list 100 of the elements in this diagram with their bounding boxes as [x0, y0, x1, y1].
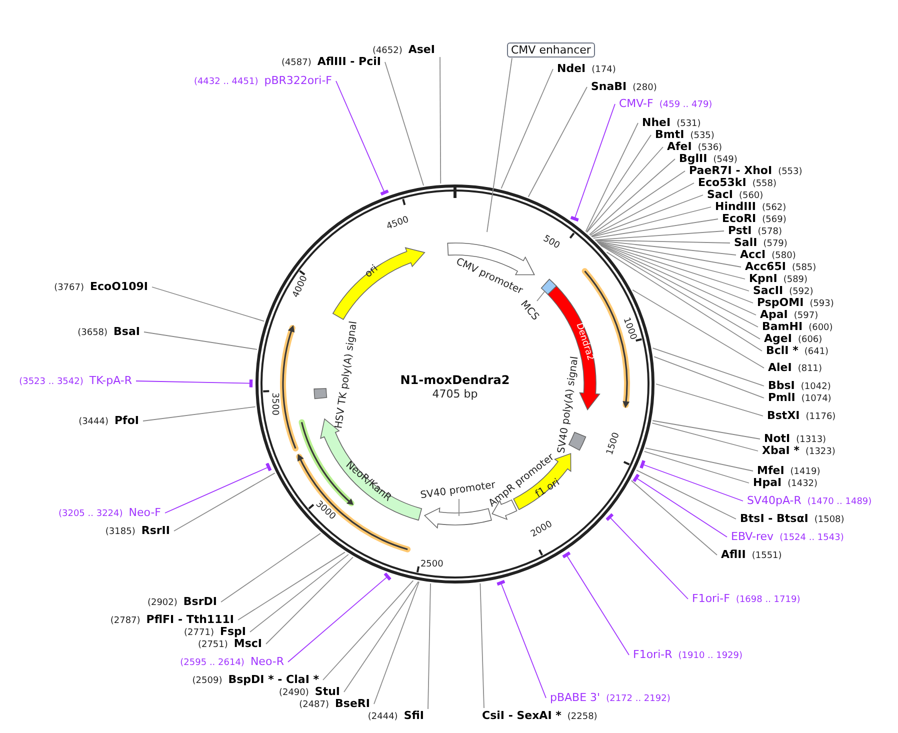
site-position: (4587) — [281, 59, 312, 68]
tick-label: 1500 — [606, 432, 622, 457]
mcs-box — [540, 278, 557, 295]
enzyme-name: SacII — [753, 285, 784, 296]
leader-line — [586, 134, 652, 233]
enzyme-name: BmtI — [655, 129, 684, 140]
primer-name: pBABE 3' — [550, 692, 600, 703]
enzyme-name: PstI — [728, 225, 752, 236]
leader-line — [536, 290, 546, 302]
leader-line — [652, 422, 758, 452]
site-position: (592) — [789, 288, 814, 297]
enzyme-name: NheI — [642, 117, 671, 128]
enzyme-name: HindIII — [715, 201, 756, 212]
tick-label: 4500 — [385, 216, 410, 232]
site-position: (2771) — [184, 629, 214, 638]
enzyme-name: XbaI * — [762, 445, 800, 456]
site-position: (580) — [772, 252, 796, 261]
leader-line — [586, 146, 664, 233]
leader-line — [250, 554, 349, 632]
enzyme-name: PflFI - Tth111I — [146, 614, 234, 625]
leader-line — [654, 356, 764, 398]
enzyme-name: FspI — [220, 626, 246, 637]
enzyme-name: MscI — [234, 638, 262, 649]
leader-line — [590, 170, 686, 236]
leader-line — [596, 242, 746, 280]
site-position: (2751) — [198, 641, 228, 650]
site-position: (531) — [676, 120, 701, 129]
leader-line — [640, 460, 744, 502]
primer-range: (2595 .. 2614) — [180, 659, 244, 668]
leader-line — [458, 498, 460, 516]
primer-range: (1698 .. 1719) — [736, 596, 800, 605]
site-position: (3658) — [78, 329, 108, 338]
enzyme-name: EcoRI — [722, 213, 756, 224]
primer-range: (459 .. 479) — [659, 101, 712, 110]
enzyme-name: AseI — [408, 44, 435, 55]
leader-line — [528, 86, 588, 198]
feature-label: SV40 poly(A) signal — [557, 356, 581, 454]
leader-line — [384, 62, 424, 186]
site-position: (1042) — [800, 383, 831, 392]
site-position: (2444) — [368, 713, 398, 722]
tick-label: 2500 — [420, 560, 444, 570]
leader-line — [144, 332, 258, 350]
site-position: (811) — [798, 365, 822, 374]
enzyme-name: BstXI — [767, 410, 800, 421]
enzyme-name: AflII — [721, 549, 746, 560]
site-position: (549) — [713, 156, 738, 165]
leader-line — [589, 158, 676, 236]
enzyme-name: BclI * — [766, 345, 798, 356]
primer-name: pBR322ori-F — [264, 75, 332, 86]
leader-line — [238, 552, 346, 620]
leader-line — [585, 122, 638, 232]
enzyme-name: PaeR7I - XhoI — [689, 165, 772, 176]
leader-line — [562, 551, 630, 656]
enzyme-name: SfiI — [404, 710, 424, 721]
leader-line — [374, 581, 420, 704]
tick-label: 500 — [541, 235, 560, 252]
enzyme-name: AleI — [768, 362, 792, 373]
enzyme-name: MfeI — [757, 465, 784, 476]
leader-line — [632, 290, 764, 368]
site-position: (560) — [738, 192, 764, 201]
leader-line — [592, 218, 718, 239]
enzyme-name: ApaI — [760, 309, 788, 320]
site-position: (3185) — [105, 528, 136, 537]
site-position: (578) — [758, 228, 782, 237]
leader-line — [590, 182, 694, 237]
enzyme-name: BsrDI — [183, 596, 217, 607]
enzyme-name: StuI — [314, 686, 340, 697]
leader-line — [500, 68, 554, 189]
primer-name: Neo-F — [128, 507, 161, 518]
site-position: (1419) — [790, 468, 820, 477]
site-position: (2902) — [147, 599, 178, 608]
leader-line — [606, 252, 762, 352]
enzyme-name: PfoI — [114, 415, 139, 426]
site-position: (2787) — [110, 617, 140, 626]
leader-line — [644, 450, 750, 484]
site-position: (535) — [690, 132, 714, 141]
primer-range: (1470 .. 1489) — [807, 498, 872, 507]
primer-range: (4432 .. 4451) — [194, 78, 258, 87]
leader-line — [598, 243, 756, 316]
site-position: (4652) — [372, 47, 402, 56]
feature-label: HSV TK poly(A) signal — [334, 320, 360, 430]
enzyme-name: AgeI — [764, 333, 792, 344]
primer-name: F1ori-R — [633, 649, 672, 660]
enzyme-name: BamHI — [762, 321, 803, 332]
leader-line — [606, 513, 688, 600]
primer-range: (1524 .. 1543) — [780, 534, 844, 543]
leader-line — [645, 448, 754, 472]
leader-line — [266, 556, 354, 644]
leader-line — [336, 80, 389, 196]
primer-range: (1910 .. 1929) — [678, 652, 743, 661]
site-position: (569) — [762, 216, 786, 225]
leader-line — [597, 242, 750, 292]
primer-name: CMV-F — [619, 98, 654, 109]
primer-range: (3205 .. 3224) — [58, 510, 123, 519]
site-position: (562) — [762, 204, 786, 213]
site-position: (1508) — [814, 516, 844, 525]
site-position: (174) — [592, 66, 616, 75]
site-position: (280) — [632, 84, 657, 93]
site-position: (606) — [798, 336, 822, 345]
plasmid-name: N1-moxDendra2 — [400, 374, 510, 386]
